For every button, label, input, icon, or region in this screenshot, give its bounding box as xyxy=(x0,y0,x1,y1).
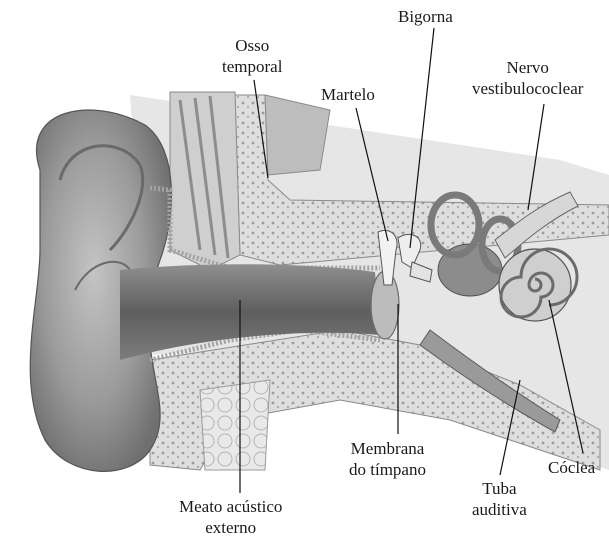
fat-tissue-region xyxy=(200,380,270,470)
label-osso-temporal: Osso temporal xyxy=(222,35,282,77)
label-tuba-auditiva: Tuba auditiva xyxy=(472,478,527,520)
label-membrana-do-timpano: Membrana do tímpano xyxy=(349,438,426,480)
label-nervo-vestibulococlear: Nervo vestibulococlear xyxy=(472,57,583,99)
label-bigorna: Bigorna xyxy=(398,6,453,27)
brain-surface-patch xyxy=(265,95,330,175)
label-meato-acustico-externo: Meato acústico externo xyxy=(179,496,282,538)
label-martelo: Martelo xyxy=(321,84,375,105)
label-coclea: Cóclea xyxy=(548,457,595,478)
